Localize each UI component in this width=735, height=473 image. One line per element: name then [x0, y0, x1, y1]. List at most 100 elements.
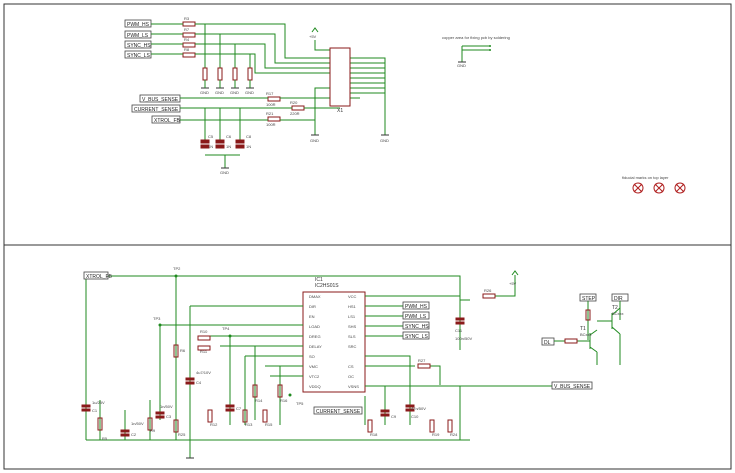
svg-text:4u7/10V: 4u7/10V	[196, 370, 211, 375]
net-flag-sync-ls: SYNC_LS	[124, 50, 152, 59]
svg-text:GND: GND	[310, 138, 319, 143]
net-flag-dl: DL	[541, 337, 555, 346]
svg-text:1N: 1N	[208, 144, 213, 149]
svg-text:DL: DL	[544, 340, 551, 346]
series-resistors: R3 R7 R4 R8 R17 100R R20 220R R21 100R	[182, 16, 305, 127]
svg-text:C7: C7	[236, 406, 242, 411]
svg-text:1N: 1N	[226, 144, 231, 149]
svg-text:V_BUS_SENSE: V_BUS_SENSE	[554, 384, 591, 390]
svg-text:CS: CS	[348, 364, 354, 369]
svg-text:PWM_HS: PWM_HS	[127, 22, 150, 28]
top-section: PWM_HS PWM_LS SYNC_HS SYNC_LS V_BUS_SENS…	[124, 16, 686, 194]
svg-text:SYNC_HS: SYNC_HS	[127, 43, 151, 49]
svg-text:GND: GND	[245, 90, 254, 95]
net-flag-pwm-ls: PWM_LS	[124, 30, 152, 39]
svg-text:fiducial marks on top layer: fiducial marks on top layer	[622, 175, 669, 180]
svg-text:R19: R19	[432, 432, 440, 437]
svg-text:R21: R21	[266, 111, 274, 116]
svg-text:+5V: +5V	[309, 34, 317, 39]
svg-text:C5: C5	[208, 134, 214, 139]
net-flag-dir: DIR	[611, 293, 629, 302]
bottom-capacitors: C1 1u/25V C2 1n/50V C3 1n/50V C4 4u7/10V…	[81, 317, 472, 437]
ic1: IC1 IC2HS01S DMAX DIR EN LOAD DREG DELAY…	[302, 277, 366, 393]
svg-text:T1: T1	[580, 326, 586, 332]
net-flag-current-sense: CURRENT_SENSE	[131, 104, 181, 113]
svg-text:SYNC_HS: SYNC_HS	[405, 324, 429, 330]
svg-text:PWM_LS: PWM_LS	[127, 33, 149, 39]
svg-text:C10: C10	[411, 414, 419, 419]
svg-text:C3: C3	[166, 414, 172, 419]
bottom-resistors: R10 R11 R27 R5 R6 R9 R12 R13 R14 R15 R16…	[97, 329, 458, 441]
svg-text:copper area for fixing pcb by: copper area for fixing pcb by soldering	[442, 35, 510, 40]
svg-text:PWM_LS: PWM_LS	[405, 314, 427, 320]
svg-text:GND: GND	[230, 90, 239, 95]
svg-text:TP4: TP4	[222, 326, 230, 331]
solder-area-note: copper area for fixing pcb by soldering …	[442, 35, 510, 68]
svg-text:DIR: DIR	[309, 304, 316, 309]
filter-capacitors: C5 1N C6 1N C8 1N GND GND GND	[200, 134, 389, 175]
svg-text:LOAD: LOAD	[309, 324, 320, 329]
bottom-wires	[85, 275, 552, 441]
svg-text:TP5: TP5	[296, 401, 304, 406]
svg-text:R8: R8	[184, 47, 190, 52]
svg-text:GND: GND	[200, 90, 209, 95]
svg-text:SYNC_LS: SYNC_LS	[405, 334, 428, 340]
svg-text:CURRENT_SENSE: CURRENT_SENSE	[134, 107, 179, 113]
pulldown-resistors: GND GND GND GND	[200, 67, 254, 95]
fiducial-icon	[632, 182, 644, 194]
connector-x1: X1 +5V	[309, 27, 351, 114]
svg-text:R15: R15	[265, 422, 273, 427]
svg-text:VMC: VMC	[309, 364, 318, 369]
svg-text:GND: GND	[380, 138, 389, 143]
svg-text:BCxxx: BCxxx	[612, 311, 624, 316]
svg-text:R11: R11	[200, 349, 208, 354]
svg-text:C6: C6	[226, 134, 232, 139]
net-flag-pwm-ls-bottom: PWM_LS	[402, 311, 430, 320]
svg-text:SRC: SRC	[348, 344, 357, 349]
svg-text:R7: R7	[184, 27, 190, 32]
svg-text:DREG: DREG	[309, 334, 321, 339]
svg-text:C4: C4	[196, 380, 202, 385]
svg-text:R3: R3	[184, 16, 190, 21]
svg-text:R10: R10	[200, 329, 208, 334]
sheet-frame	[3, 3, 732, 470]
svg-text:C1: C1	[92, 408, 98, 413]
svg-text:100R: 100R	[266, 102, 276, 107]
svg-text:SO: SO	[309, 354, 315, 359]
net-flag-pwm-hs-bottom: PWM_HS	[402, 301, 430, 310]
svg-text:R13: R13	[245, 422, 253, 427]
svg-text:R17: R17	[266, 91, 274, 96]
svg-text:GND: GND	[215, 90, 224, 95]
svg-text:R4: R4	[184, 37, 190, 42]
svg-text:VSNS: VSNS	[348, 384, 359, 389]
svg-text:GND: GND	[457, 63, 466, 68]
test-points: TP2 TP3 TP4 TP5	[153, 266, 304, 406]
svg-text:XTROL_FB: XTROL_FB	[86, 274, 113, 280]
svg-text:EN: EN	[309, 314, 315, 319]
svg-text:PWM_HS: PWM_HS	[405, 304, 428, 310]
svg-text:DMAX: DMAX	[309, 294, 321, 299]
svg-text:IC1: IC1	[315, 277, 323, 283]
svg-text:R12: R12	[210, 422, 218, 427]
svg-text:R6: R6	[180, 348, 186, 353]
svg-text:R16: R16	[280, 398, 288, 403]
svg-text:OC: OC	[348, 374, 354, 379]
svg-text:SHS: SHS	[348, 324, 357, 329]
svg-text:TP3: TP3	[153, 316, 161, 321]
svg-text:100n/50V: 100n/50V	[455, 336, 472, 341]
svg-text:SLS: SLS	[348, 334, 356, 339]
top-wires	[151, 23, 386, 168]
fiducial-icon	[674, 182, 686, 194]
fiducial-marks: fiducial marks on top layer	[622, 175, 686, 194]
svg-text:220R: 220R	[290, 111, 300, 116]
svg-text:R18: R18	[370, 432, 378, 437]
svg-text:R9: R9	[150, 428, 156, 433]
svg-text:47n/50V: 47n/50V	[411, 406, 426, 411]
svg-text:1N: 1N	[246, 144, 251, 149]
svg-text:V_BUS_SENSE: V_BUS_SENSE	[142, 97, 179, 103]
svg-text:T2: T2	[612, 305, 618, 311]
svg-text:C9: C9	[391, 414, 397, 419]
svg-text:GND: GND	[220, 170, 229, 175]
svg-text:VDDQ: VDDQ	[309, 384, 321, 389]
transistor-stage: STEP DIR DL T1 BCxxx T2 BCxxx	[541, 293, 629, 365]
